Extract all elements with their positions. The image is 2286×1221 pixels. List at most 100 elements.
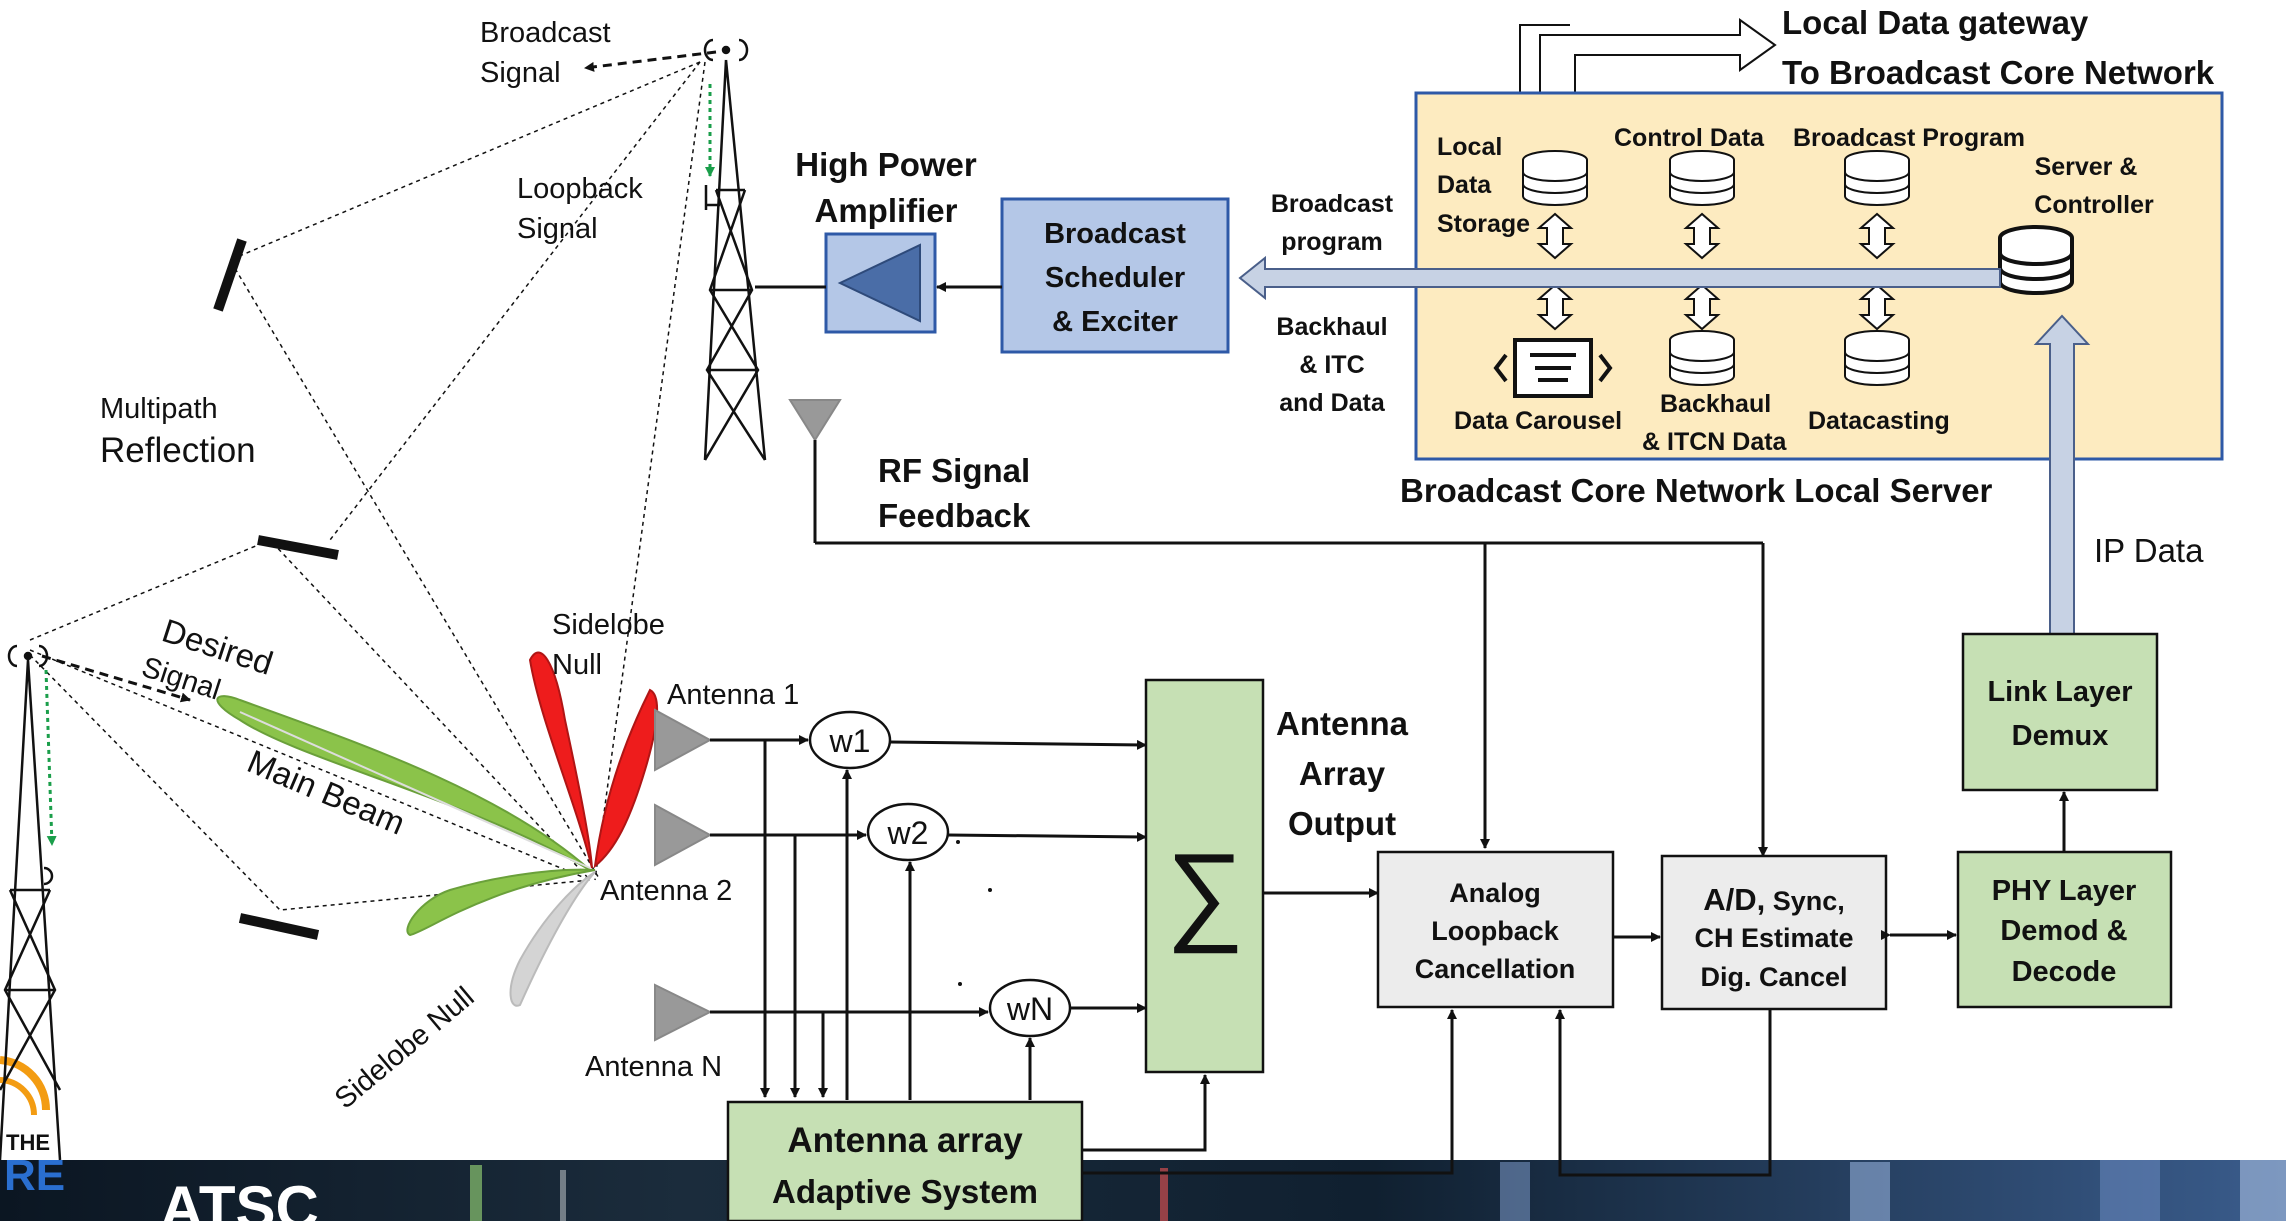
rf-feedback-antenna-icon	[788, 399, 842, 442]
broadcast-program-label-1: Broadcast	[1271, 190, 1394, 218]
transmit-tower-icon	[703, 38, 767, 461]
backhaul-itcn-label-2: & ITCN Data	[1642, 428, 1788, 456]
array-output-label-3: Output	[1288, 805, 1396, 842]
link-label-2: Demux	[2012, 720, 2109, 752]
reflector	[257, 535, 339, 560]
ip-data-label: IP Data	[2094, 532, 2204, 569]
phy-label-1: PHY Layer	[1992, 875, 2137, 907]
sidelobe-null-top-label-1: Sidelobe	[552, 609, 665, 641]
weight-w2	[866, 802, 950, 862]
loopback-arrow-rx	[44, 669, 57, 846]
phy-label-2: Demod &	[2000, 915, 2127, 947]
antenna-1-icon	[654, 708, 713, 772]
footer-logo: THE RE ATSC	[0, 1056, 319, 1221]
broadcast-program-label-2: program	[1281, 228, 1382, 256]
beam-pattern	[216, 651, 658, 1007]
phy-label-3: Decode	[2012, 956, 2117, 988]
database-icon	[1669, 330, 1735, 386]
antenna-n-icon	[654, 983, 713, 1042]
backhaul-itcn-label-1: Backhaul	[1660, 390, 1771, 418]
analog-label-1: Analog	[1449, 878, 1541, 908]
sidelobe-null-bottom-label: Sidelobe Null	[329, 981, 480, 1115]
backhaul-label-2: & ITC	[1299, 351, 1364, 379]
analog-label-2: Loopback	[1431, 916, 1559, 946]
sigma-symbol: ∑	[1166, 831, 1244, 954]
broadcast-signal-arrow	[584, 50, 717, 72]
reflector	[213, 238, 247, 312]
adaptive-label-1: Antenna array	[787, 1121, 1023, 1160]
footer-brand-text: ATSC	[160, 1174, 319, 1221]
server-label-2: Controller	[2034, 191, 2154, 219]
summation-block	[1144, 678, 1265, 1074]
gateway-label-2: To Broadcast Core Network	[1782, 54, 2215, 91]
link-layer-block	[1961, 632, 2159, 792]
array-output-label-1: Antenna	[1276, 705, 1409, 742]
analog-label-3: Cancellation	[1415, 954, 1576, 984]
ad-sync-block	[1660, 854, 1888, 1011]
broadcast-program-label: Broadcast Program	[1793, 124, 2025, 152]
amplifier-icon	[837, 243, 921, 323]
ad-label-1: A/D, Sync,	[1703, 882, 1845, 917]
weight-w1-label: w1	[829, 723, 871, 759]
control-data-label: Control Data	[1614, 124, 1765, 152]
weight-w2-label: w2	[887, 815, 929, 851]
hpa-label-1: High Power	[795, 146, 977, 183]
data-carousel-label: Data Carousel	[1454, 407, 1622, 435]
multipath-label-2: Reflection	[100, 431, 256, 470]
data-carousel-icon	[1493, 338, 1613, 398]
database-icon	[1522, 150, 1588, 206]
footer-band	[0, 1160, 2286, 1221]
antenna-1-label: Antenna 1	[667, 679, 799, 711]
footer-logo-text: THE	[6, 1130, 50, 1155]
rf-feedback-label-2: Feedback	[878, 497, 1031, 534]
backhaul-label-1: Backhaul	[1276, 313, 1387, 341]
scheduler-label-1: Broadcast	[1044, 218, 1186, 250]
analog-loopback-block	[1376, 850, 1615, 1009]
database-icon	[1844, 330, 1910, 386]
link-label-1: Link Layer	[1987, 676, 2132, 708]
phy-layer-block	[1956, 850, 2173, 1009]
server-title: Broadcast Core Network Local Server	[1400, 472, 1993, 509]
loopback-label-2: Signal	[517, 213, 598, 245]
scheduler-label-2: Scheduler	[1045, 262, 1185, 294]
backhaul-label-3: and Data	[1279, 389, 1386, 417]
datacasting-label: Datacasting	[1808, 407, 1950, 435]
footer-logo-text-2: RE	[4, 1151, 65, 1200]
weight-wn-label: wN	[1006, 991, 1053, 1027]
ad-label-2: CH Estimate	[1694, 923, 1853, 953]
local-storage-label-3: Storage	[1437, 210, 1530, 238]
array-output-label-2: Array	[1299, 755, 1386, 792]
server-label-1: Server &	[2035, 153, 2138, 181]
reflector	[238, 913, 320, 940]
antenna-n-label: Antenna N	[585, 1051, 722, 1083]
multipath-label-1: Multipath	[100, 393, 218, 425]
ad-label-3: Dig. Cancel	[1700, 962, 1847, 992]
receive-tower-icon	[0, 644, 62, 1161]
signal-lines	[710, 735, 1210, 1152]
database-icon	[1669, 150, 1735, 206]
weight-w1	[808, 710, 892, 770]
adaptive-system-block	[726, 1100, 1084, 1221]
desired-signal-arrow	[41, 654, 191, 703]
broadcast-scheduler-block	[1000, 197, 1230, 354]
broadcast-signal-label-1: Broadcast	[480, 17, 611, 49]
loopback-label-1: Loopback	[517, 173, 643, 205]
sidelobe-null-top-label-2: Null	[552, 649, 602, 681]
local-storage-label-2: Data	[1437, 171, 1492, 199]
scheduler-label-3: & Exciter	[1052, 306, 1178, 338]
ellipsis-dots	[956, 840, 992, 986]
adaptive-label-2: Adaptive System	[772, 1173, 1038, 1210]
gateway-label-1: Local Data gateway	[1782, 4, 2089, 41]
hpa-label-2: Amplifier	[814, 192, 957, 229]
antenna-2-label: Antenna 2	[600, 875, 732, 907]
antenna-2-icon	[654, 803, 713, 867]
cancel-feedback-lines	[1082, 1009, 1772, 1177]
rf-feedback-label-1: RF Signal	[878, 452, 1030, 489]
broadcast-signal-label-2: Signal	[480, 57, 561, 89]
local-storage-label-1: Local	[1437, 133, 1502, 161]
database-icon	[1844, 150, 1910, 206]
ip-data-arrow	[2033, 314, 2091, 635]
server-database-icon	[1998, 225, 2074, 295]
server-bus-arrow	[1238, 255, 2001, 301]
